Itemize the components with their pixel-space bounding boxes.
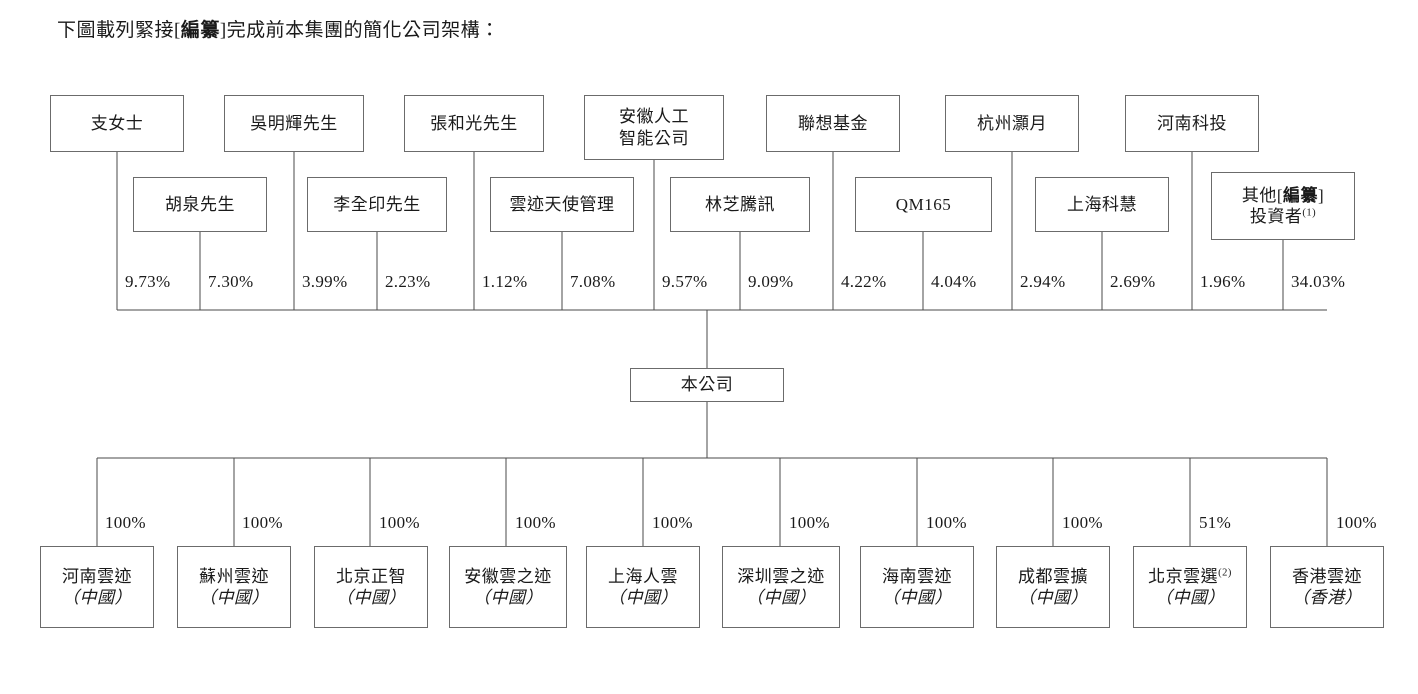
shareholder-box-zhi-nushi[interactable]: 支女士 <box>50 95 184 152</box>
shareholder-box-anhui-ai[interactable]: 安徽人工 智能公司 <box>584 95 724 160</box>
subsidiary-box-hongkong-yunji[interactable]: 香港雲迹 （香港） <box>1270 546 1384 628</box>
shareholder-label: 胡泉先生 <box>165 194 235 214</box>
shareholder-box-li-quanyin[interactable]: 李全印先生 <box>307 177 447 232</box>
company-box[interactable]: 本公司 <box>630 368 784 402</box>
pct-shenzhen-yunzhiji: 100% <box>789 513 830 532</box>
pct-shanghai-renyun: 100% <box>652 513 693 532</box>
subsidiary-name: 海南雲迹 <box>882 566 952 586</box>
shareholder-label-line1: 安徽人工 <box>619 107 689 127</box>
shareholder-label: 支女士 <box>90 113 144 133</box>
pct-chengdu-yunkuo: 100% <box>1062 513 1103 532</box>
subsidiary-box-hainan-yunji[interactable]: 海南雲迹 （中國） <box>860 546 974 628</box>
other-investors-line2: 投資者(1) <box>1249 207 1317 226</box>
pct-linzhi-tencent: 9.09% <box>748 272 794 291</box>
subsidiary-name: 成都雲擴 <box>1018 566 1088 586</box>
caption-emphasis: 編纂 <box>180 20 220 41</box>
pct-lenovo-fund: 4.22% <box>841 272 887 291</box>
subsidiary-box-anhui-yunzhiji[interactable]: 安徽雲之迹 （中國） <box>449 546 567 628</box>
pct-anhui-yunzhiji: 100% <box>515 513 556 532</box>
subsidiary-region: （中國） <box>882 588 952 607</box>
subsidiary-name: 北京正智 <box>336 566 406 586</box>
subsidiary-region: （中國） <box>746 588 816 607</box>
pct-zhang-heguang: 1.12% <box>482 272 528 291</box>
subsidiary-region: （中國） <box>336 588 406 607</box>
shareholder-box-hu-quan[interactable]: 胡泉先生 <box>133 177 267 232</box>
subsidiary-box-suzhou-yunji[interactable]: 蘇州雲迹 （中國） <box>177 546 291 628</box>
shareholder-label: QM165 <box>895 194 952 214</box>
shareholder-box-linzhi-tencent[interactable]: 林芝騰訊 <box>670 177 810 232</box>
page-caption: 下圖載列緊接[編纂]完成前本集團的簡化公司架構： <box>57 18 500 45</box>
pct-henan-yunji: 100% <box>105 513 146 532</box>
subsidiary-name: 北京雲選(2) <box>1148 566 1232 586</box>
shareholder-label: 吳明輝先生 <box>250 113 338 133</box>
caption-suffix: ]完成前本集團的簡化公司架構： <box>219 20 500 41</box>
pct-hu-quan: 7.30% <box>208 272 254 291</box>
shareholder-box-lenovo-fund[interactable]: 聯想基金 <box>766 95 900 152</box>
pct-shanghai-kehui: 2.69% <box>1110 272 1156 291</box>
subsidiary-box-shanghai-renyun[interactable]: 上海人雲 （中國） <box>586 546 700 628</box>
shareholder-label: 杭州灝月 <box>977 113 1047 133</box>
pct-anhui-ai: 9.57% <box>662 272 708 291</box>
subsidiary-region: （中國） <box>1018 588 1088 607</box>
pct-zhi-nushi: 9.73% <box>125 272 171 291</box>
shareholder-box-other-investors[interactable]: 其他[編纂] 投資者(1) <box>1211 172 1355 240</box>
subsidiary-name: 安徽雲之迹 <box>464 566 552 586</box>
footnote-marker-2: (2) <box>1218 567 1232 579</box>
pct-li-quanyin: 2.23% <box>385 272 431 291</box>
subsidiary-region: （中國） <box>473 588 543 607</box>
pct-beijing-zhengzhi: 100% <box>379 513 420 532</box>
pct-wu-minghui: 3.99% <box>302 272 348 291</box>
pct-suzhou-yunji: 100% <box>242 513 283 532</box>
subsidiary-name: 香港雲迹 <box>1292 566 1362 586</box>
pct-hangzhou-haoyue: 2.94% <box>1020 272 1066 291</box>
subsidiary-region: （香港） <box>1292 588 1362 607</box>
shareholder-box-henan-ketou[interactable]: 河南科投 <box>1125 95 1259 152</box>
shareholder-label: 李全印先生 <box>333 194 421 214</box>
pct-qm165: 4.04% <box>931 272 977 291</box>
subsidiary-name: 上海人雲 <box>608 566 678 586</box>
subsidiary-box-beijing-zhengzhi[interactable]: 北京正智 （中國） <box>314 546 428 628</box>
pct-other-investors: 34.03% <box>1291 272 1346 291</box>
shareholder-label: 河南科投 <box>1157 113 1227 133</box>
subsidiary-region: （中國） <box>1155 588 1225 607</box>
subsidiary-region: （中國） <box>62 588 132 607</box>
shareholder-label: 林芝騰訊 <box>705 194 775 214</box>
shareholder-label: 張和光先生 <box>430 113 518 133</box>
pct-hainan-yunji: 100% <box>926 513 967 532</box>
pct-beijing-yunxuan: 51% <box>1199 513 1232 532</box>
other-investors-line1: 其他[編纂] <box>1241 185 1325 205</box>
subsidiary-box-shenzhen-yunzhiji[interactable]: 深圳雲之迹 （中國） <box>722 546 840 628</box>
company-label: 本公司 <box>680 375 734 395</box>
footnote-marker-1: (1) <box>1302 207 1317 219</box>
shareholder-box-qm165[interactable]: QM165 <box>855 177 992 232</box>
shareholder-label-line2: 智能公司 <box>619 128 689 148</box>
subsidiary-name: 深圳雲之迹 <box>737 566 825 586</box>
pct-yunji-angel: 7.08% <box>570 272 616 291</box>
shareholder-label: 上海科慧 <box>1067 194 1137 214</box>
subsidiary-region: （中國） <box>608 588 678 607</box>
subsidiary-box-henan-yunji[interactable]: 河南雲迹 （中國） <box>40 546 154 628</box>
shareholder-label: 雲迹天使管理 <box>509 194 615 214</box>
shareholder-box-zhang-heguang[interactable]: 張和光先生 <box>404 95 544 152</box>
shareholder-box-hangzhou-haoyue[interactable]: 杭州灝月 <box>945 95 1079 152</box>
subsidiary-name: 河南雲迹 <box>62 566 132 586</box>
subsidiary-box-chengdu-yunkuo[interactable]: 成都雲擴 （中國） <box>996 546 1110 628</box>
pct-henan-ketou: 1.96% <box>1200 272 1246 291</box>
shareholder-label: 聯想基金 <box>798 113 868 133</box>
shareholder-box-shanghai-kehui[interactable]: 上海科慧 <box>1035 177 1169 232</box>
shareholder-box-wu-minghui[interactable]: 吳明輝先生 <box>224 95 364 152</box>
subsidiary-name: 蘇州雲迹 <box>199 566 269 586</box>
subsidiary-region: （中國） <box>199 588 269 607</box>
caption-prefix: 下圖載列緊接[ <box>57 20 181 41</box>
subsidiary-box-beijing-yunxuan[interactable]: 北京雲選(2) （中國） <box>1133 546 1247 628</box>
pct-hongkong-yunji: 100% <box>1336 513 1377 532</box>
shareholder-box-yunji-angel[interactable]: 雲迹天使管理 <box>490 177 634 232</box>
